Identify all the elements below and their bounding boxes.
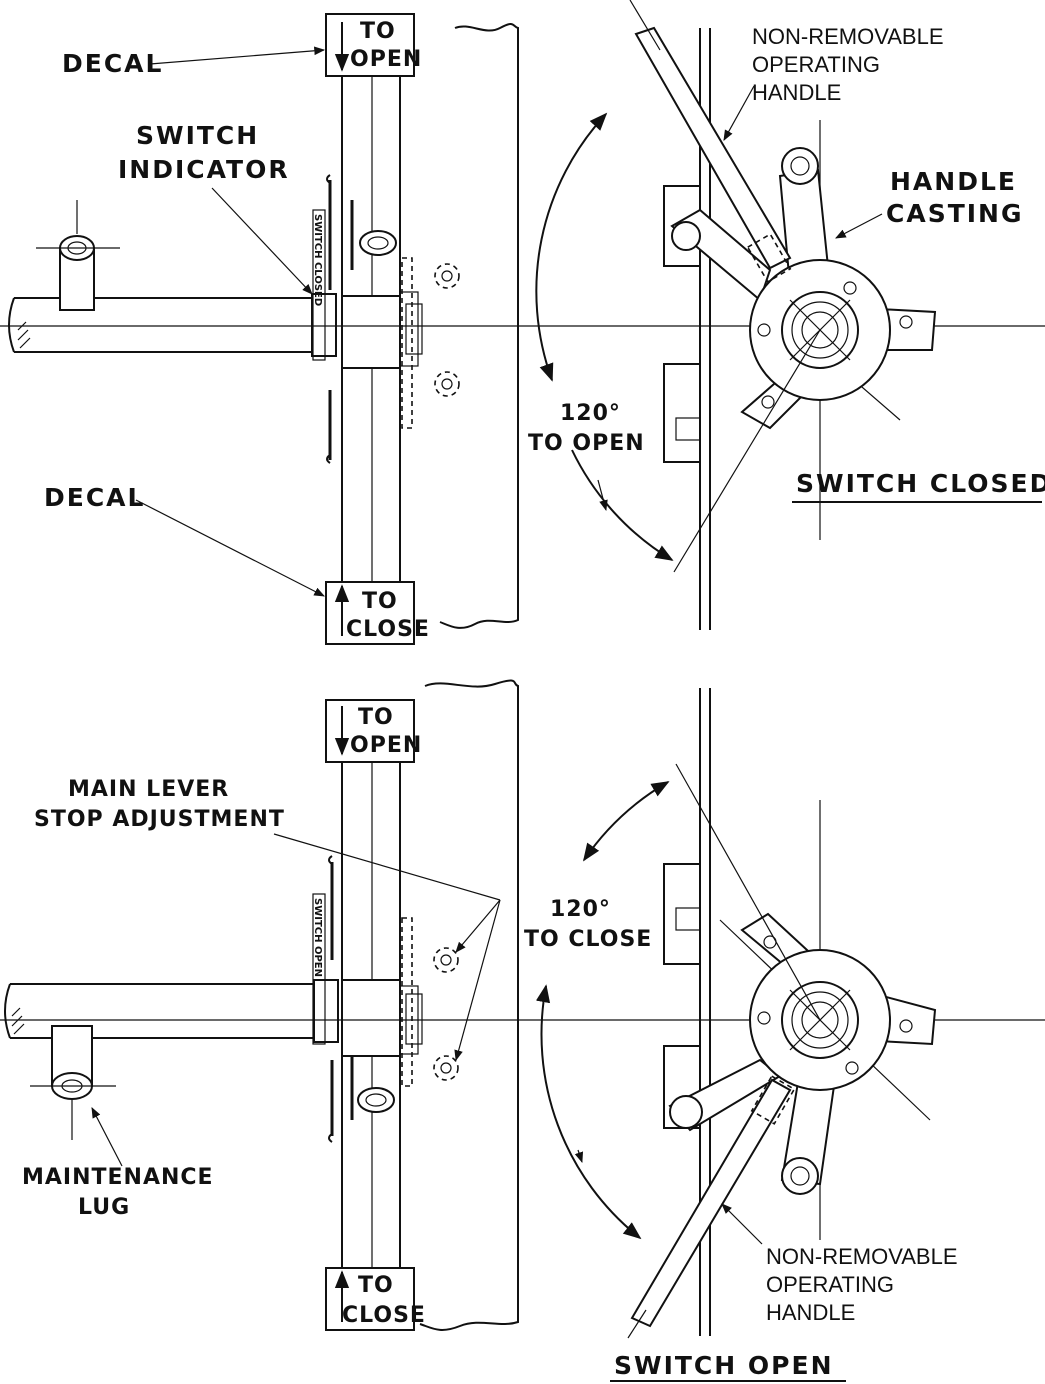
top-decal-bottom-leader [135,499,325,597]
bottom-view-switch-open: SWITCH OPEN TO OPEN TO CLOSE MAIN LEVER … [0,679,1045,1382]
bottom-maintenance-lug [30,1025,116,1140]
top-operating-handle [629,0,792,283]
bottom-open-line2: OPEN [350,733,422,758]
top-maintenance-lug [36,200,120,311]
stop-adjustment-line2: STOP ADJUSTMENT [34,807,285,832]
stop-adjustment-line1: MAIN LEVER [68,777,229,802]
top-close-line1: TO [362,589,398,614]
bottom-hub-assembly [341,917,423,1113]
bottom-state-caption: SWITCH OPEN [614,1351,834,1380]
bottom-open-line1: TO [358,705,394,730]
bottom-switch-indicator-strip: SWITCH OPEN [312,893,326,1045]
bottom-cabinet-outline [419,679,519,1331]
top-switch-indicator-strip: SWITCH CLOSED [312,209,326,361]
top-decal-label: DECAL [62,49,163,78]
bottom-handle-leader [721,1203,763,1245]
bottom-angle-arc: 120° TO CLOSE [524,763,821,1240]
bottom-handle-line3: HANDLE [766,1300,855,1325]
top-decal-bottom-label: DECAL [44,483,145,512]
bottom-angle-value: 120° [550,897,611,922]
top-handle-line2: OPERATING [752,52,880,77]
top-cabinet-outline [439,22,519,629]
lug-line1: MAINTENANCE [22,1165,214,1190]
bottom-operating-handle [627,1075,796,1339]
top-decal-leader [149,46,326,65]
top-handle-line3: HANDLE [752,80,841,105]
top-handle-line1: NON-REMOVABLE [752,24,944,49]
casting-line1: HANDLE [890,167,1017,196]
bottom-decal-to-open: TO OPEN [325,699,422,763]
top-indicator-strip-text: SWITCH CLOSED [312,214,323,306]
bottom-angle-label: TO CLOSE [524,927,652,952]
top-stop-adjustment-nuts [434,263,460,397]
bottom-handle-line2: OPERATING [766,1272,894,1297]
top-view-switch-closed: SWITCH CLOSED TO OPEN TO CLOSE DECAL SWI… [0,0,1045,645]
switch-indicator-leader [211,187,313,295]
top-angle-arc: 120° TO OPEN [528,112,821,573]
bottom-handle-line1: NON-REMOVABLE [766,1244,958,1269]
stop-leader-lower [454,899,501,1062]
stop-leader-main [273,833,501,901]
stop-leader-upper [455,899,501,953]
lug-line2: LUG [78,1195,130,1220]
bottom-close-line1: TO [358,1273,394,1298]
top-open-line2: OPEN [350,47,422,72]
switch-indicator-line2: INDICATOR [118,155,290,184]
bottom-indicator-strip-text: SWITCH OPEN [312,898,323,977]
switch-indicator-line1: SWITCH [136,121,259,150]
top-angle-value: 120° [560,401,621,426]
top-handle-leader [723,85,755,141]
lug-leader [91,1107,123,1167]
top-close-line2: CLOSE [346,617,430,642]
bottom-decal-to-close: TO CLOSE [325,1267,426,1331]
top-decal-to-open: TO OPEN [325,13,422,77]
bottom-handle-casting [668,800,937,1240]
top-hub-assembly [341,230,423,429]
top-open-line1: TO [360,19,396,44]
bottom-stop-adjustment-nuts [433,947,459,1081]
top-decal-to-close: TO CLOSE [325,581,430,645]
bottom-close-line2: CLOSE [342,1303,426,1328]
top-angle-label: TO OPEN [528,431,645,456]
casting-line2: CASTING [886,199,1024,228]
top-state-caption: SWITCH CLOSED [796,469,1045,498]
casting-leader [835,213,883,239]
